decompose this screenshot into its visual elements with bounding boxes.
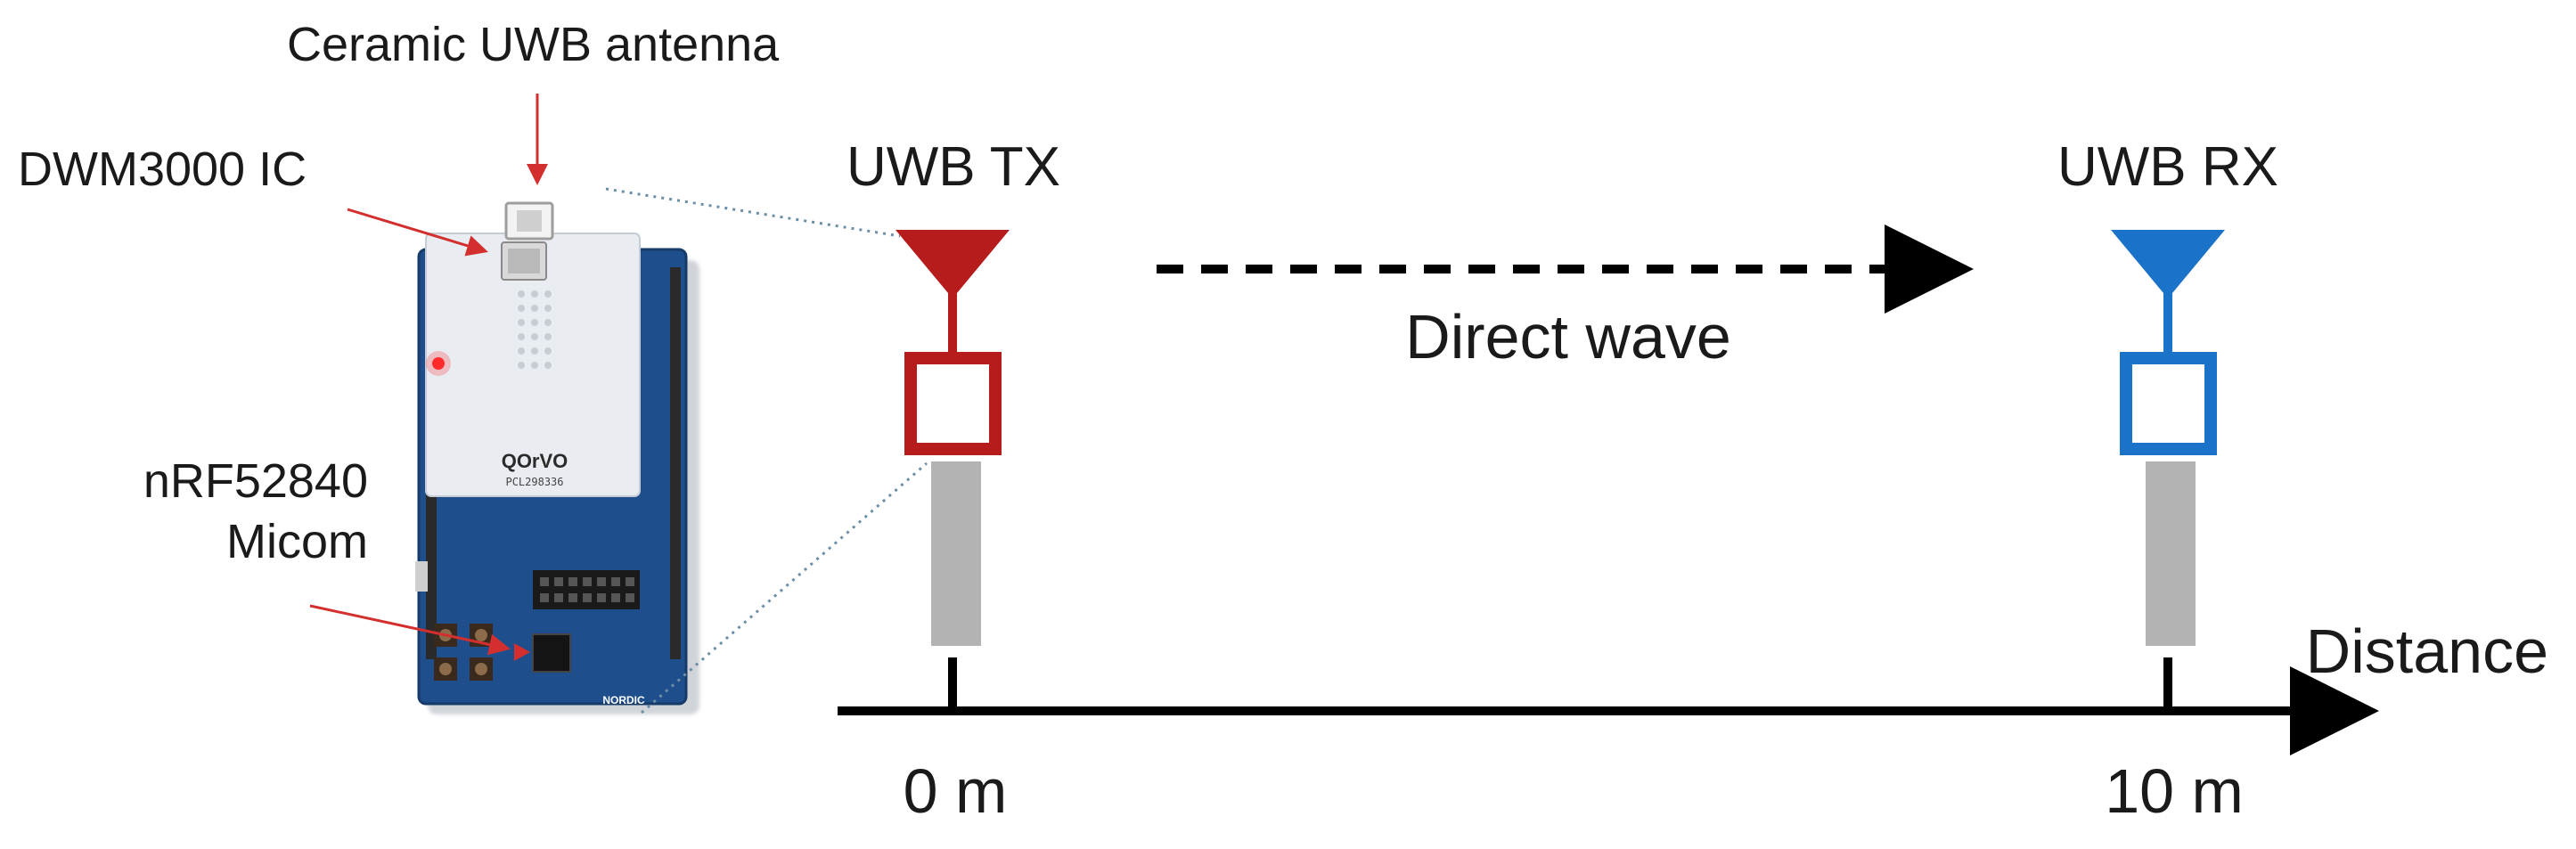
label-ceramic-antenna: Ceramic UWB antenna — [287, 18, 780, 71]
tick-label-0m: 0 m — [904, 756, 1008, 826]
zoom-guide-top — [605, 187, 901, 238]
rx-module-box — [2120, 352, 2217, 455]
label-uwb-tx: UWB TX — [846, 136, 1060, 198]
tick-label-10m: 10 m — [2105, 756, 2244, 826]
uwb-board-illustration: QOrVO PCL298336 NORDIC — [415, 201, 699, 714]
pointer-micom — [309, 604, 511, 656]
pointer-ic — [347, 208, 488, 257]
tx-mount-pole — [931, 461, 981, 646]
label-micom-line2: Micom — [226, 515, 368, 568]
label-micom-line1: nRF52840 — [143, 454, 368, 508]
vendor-text: NORDIC — [602, 694, 645, 706]
label-distance: Distance — [2306, 616, 2548, 686]
module-part-text: PCL298336 — [505, 476, 563, 488]
rx-antenna-icon — [2111, 230, 2225, 356]
pin-header — [533, 570, 640, 609]
led-indicator — [432, 357, 445, 370]
tx-module-box — [904, 352, 1002, 455]
nrf52840-chip — [532, 633, 571, 673]
label-dwm3000-ic: DWM3000 IC — [18, 143, 307, 196]
label-direct-wave: Direct wave — [1405, 302, 1731, 371]
label-uwb-rx: UWB RX — [2057, 136, 2278, 198]
rx-mount-pole — [2146, 461, 2196, 646]
tx-antenna-icon — [895, 230, 1010, 356]
module-brand-text: QOrVO — [502, 450, 568, 472]
